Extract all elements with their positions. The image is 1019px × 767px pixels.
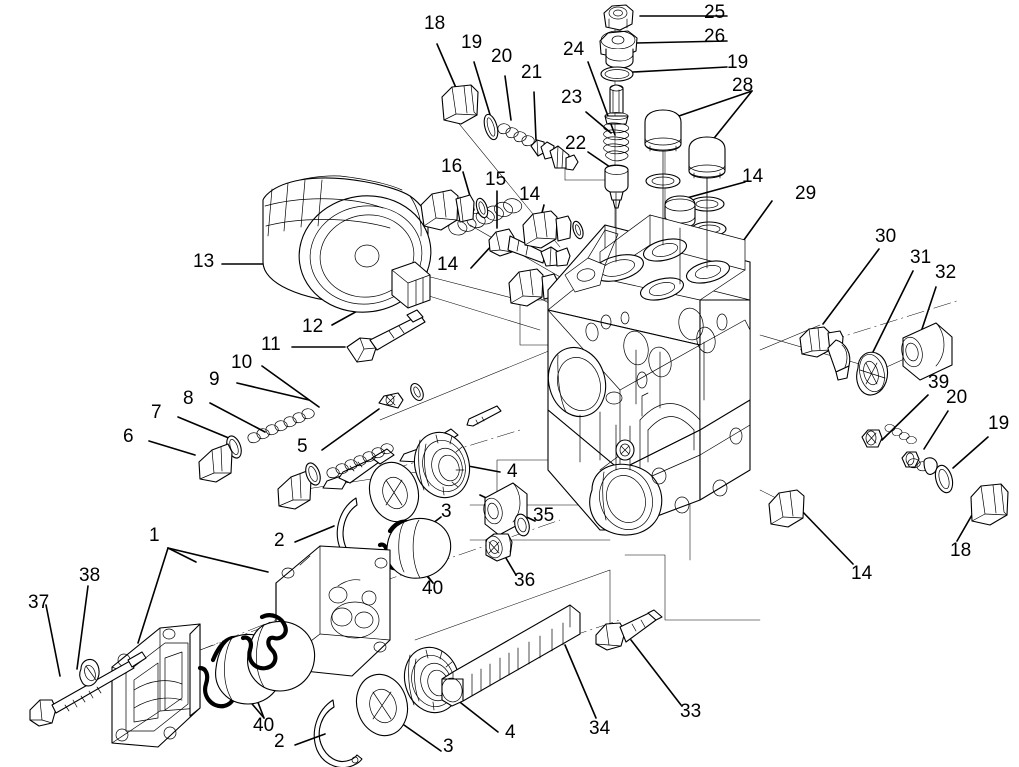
part-24-adjusting-stem <box>604 84 629 125</box>
callout-19c[interactable]: 19 <box>988 413 1010 434</box>
part-23-valve-spring <box>603 122 630 162</box>
part-1-cover-flange-plate <box>111 623 201 748</box>
part-9-relief-poppet <box>322 448 395 490</box>
callout-23[interactable]: 23 <box>561 87 583 108</box>
part-3-shim-washer-lower <box>355 673 409 737</box>
callout-14a[interactable]: 14 <box>437 254 459 275</box>
callout-10[interactable]: 10 <box>231 352 253 373</box>
part-21-relief-valve-assembly <box>530 139 579 171</box>
part-11-hex-bolt <box>346 309 426 363</box>
part-14-adapter-b <box>522 210 584 249</box>
callout-13[interactable]: 13 <box>193 251 215 272</box>
part-38-lock-washer <box>79 658 100 687</box>
part-40-o-ring-kit-upper <box>377 518 452 579</box>
callout-20a[interactable]: 20 <box>491 46 513 67</box>
callout-31[interactable]: 31 <box>910 247 932 268</box>
part-18-hex-plug-b <box>970 483 1009 526</box>
callout-9[interactable]: 9 <box>209 369 220 390</box>
part-20-backup-ring-a <box>497 123 535 147</box>
callout-4a[interactable]: 4 <box>507 461 518 482</box>
callout-19b[interactable]: 19 <box>727 52 749 73</box>
callout-35[interactable]: 35 <box>533 505 555 526</box>
callout-38[interactable]: 38 <box>79 565 101 586</box>
callout-6[interactable]: 6 <box>123 426 134 447</box>
part-36-plug-insert-on-body <box>615 439 635 461</box>
part-34-drive-shaft <box>441 604 581 707</box>
callout-16[interactable]: 16 <box>441 156 463 177</box>
callout-14c[interactable]: 14 <box>742 166 764 187</box>
part-40-o-ring-kit-lower <box>197 613 316 709</box>
callout-18a[interactable]: 18 <box>424 13 446 34</box>
callout-28[interactable]: 28 <box>732 75 754 96</box>
callout-2a[interactable]: 2 <box>274 530 285 551</box>
part-33-hex-head-bolt <box>595 609 663 651</box>
callout-24[interactable]: 24 <box>563 39 585 60</box>
callout-40b[interactable]: 40 <box>253 715 275 736</box>
callout-19a[interactable]: 19 <box>461 32 483 53</box>
part-18-hex-plug-a <box>441 84 479 125</box>
part-39-relief-valve-cartridge <box>861 424 920 468</box>
part-28-hex-socket-plug-b <box>688 136 726 179</box>
callout-37[interactable]: 37 <box>28 592 50 613</box>
callout-39[interactable]: 39 <box>928 372 950 393</box>
callout-15[interactable]: 15 <box>485 169 507 190</box>
callout-40a[interactable]: 40 <box>422 578 444 599</box>
callout-12[interactable]: 12 <box>302 316 324 337</box>
callout-36[interactable]: 36 <box>514 570 536 591</box>
part-25-lock-nut <box>603 4 634 31</box>
part-19-o-ring-a <box>483 113 499 141</box>
callout-11[interactable]: 11 <box>261 334 281 355</box>
part-3-shim-washer-upper <box>368 461 420 523</box>
callout-8[interactable]: 8 <box>183 388 194 409</box>
callout-4b[interactable]: 4 <box>505 722 516 743</box>
part-19-o-ring-b <box>600 66 634 82</box>
part-29-valve-body-housing <box>547 150 751 536</box>
part-22-valve-body-poppet <box>604 164 629 209</box>
part-32-sleeve-bushing <box>901 322 953 381</box>
part-19-o-ring-c <box>934 464 954 494</box>
part-4-ball-bearing-upper <box>413 431 471 499</box>
callout-25[interactable]: 25 <box>704 2 726 23</box>
callout-1[interactable]: 1 <box>149 525 160 546</box>
callout-3a[interactable]: 3 <box>441 501 452 522</box>
callout-20b[interactable]: 20 <box>946 387 968 408</box>
part-26-adjusting-cap-nut <box>599 30 638 69</box>
part-6-plug-cap <box>198 443 233 483</box>
part-28-hex-socket-plug-a <box>644 109 682 152</box>
callout-34[interactable]: 34 <box>589 718 611 739</box>
callout-26[interactable]: 26 <box>704 26 726 47</box>
part-14-adapter-a <box>420 189 489 231</box>
callout-30[interactable]: 30 <box>875 226 897 247</box>
callout-18b[interactable]: 18 <box>950 540 972 561</box>
callout-2b[interactable]: 2 <box>274 731 285 752</box>
callout-29[interactable]: 29 <box>795 183 817 204</box>
part-37-socket-head-cap-screw <box>29 651 147 727</box>
part-31-seal-collar <box>856 351 889 396</box>
callout-33[interactable]: 33 <box>680 701 702 722</box>
callout-22[interactable]: 22 <box>565 133 587 154</box>
part-2-snap-ring-lower <box>313 699 363 767</box>
part-36-plug-insert <box>485 533 513 562</box>
part-8-compression-spring <box>247 408 315 444</box>
part-5-dowel-pin <box>378 382 424 409</box>
part-30-elbow-fitting <box>799 326 851 381</box>
callout-7[interactable]: 7 <box>151 402 162 423</box>
callout-21[interactable]: 21 <box>521 62 543 83</box>
part-12-filter-nipple <box>391 261 431 309</box>
callout-32[interactable]: 32 <box>935 262 957 283</box>
callout-14b[interactable]: 14 <box>519 184 541 205</box>
callout-3b[interactable]: 3 <box>443 736 454 757</box>
part-15-check-valve-cartridge <box>488 228 571 267</box>
callout-14d[interactable]: 14 <box>851 563 873 584</box>
part-35-washer <box>514 513 530 537</box>
callout-5[interactable]: 5 <box>297 436 308 457</box>
part-14-adapter-e <box>768 489 805 528</box>
